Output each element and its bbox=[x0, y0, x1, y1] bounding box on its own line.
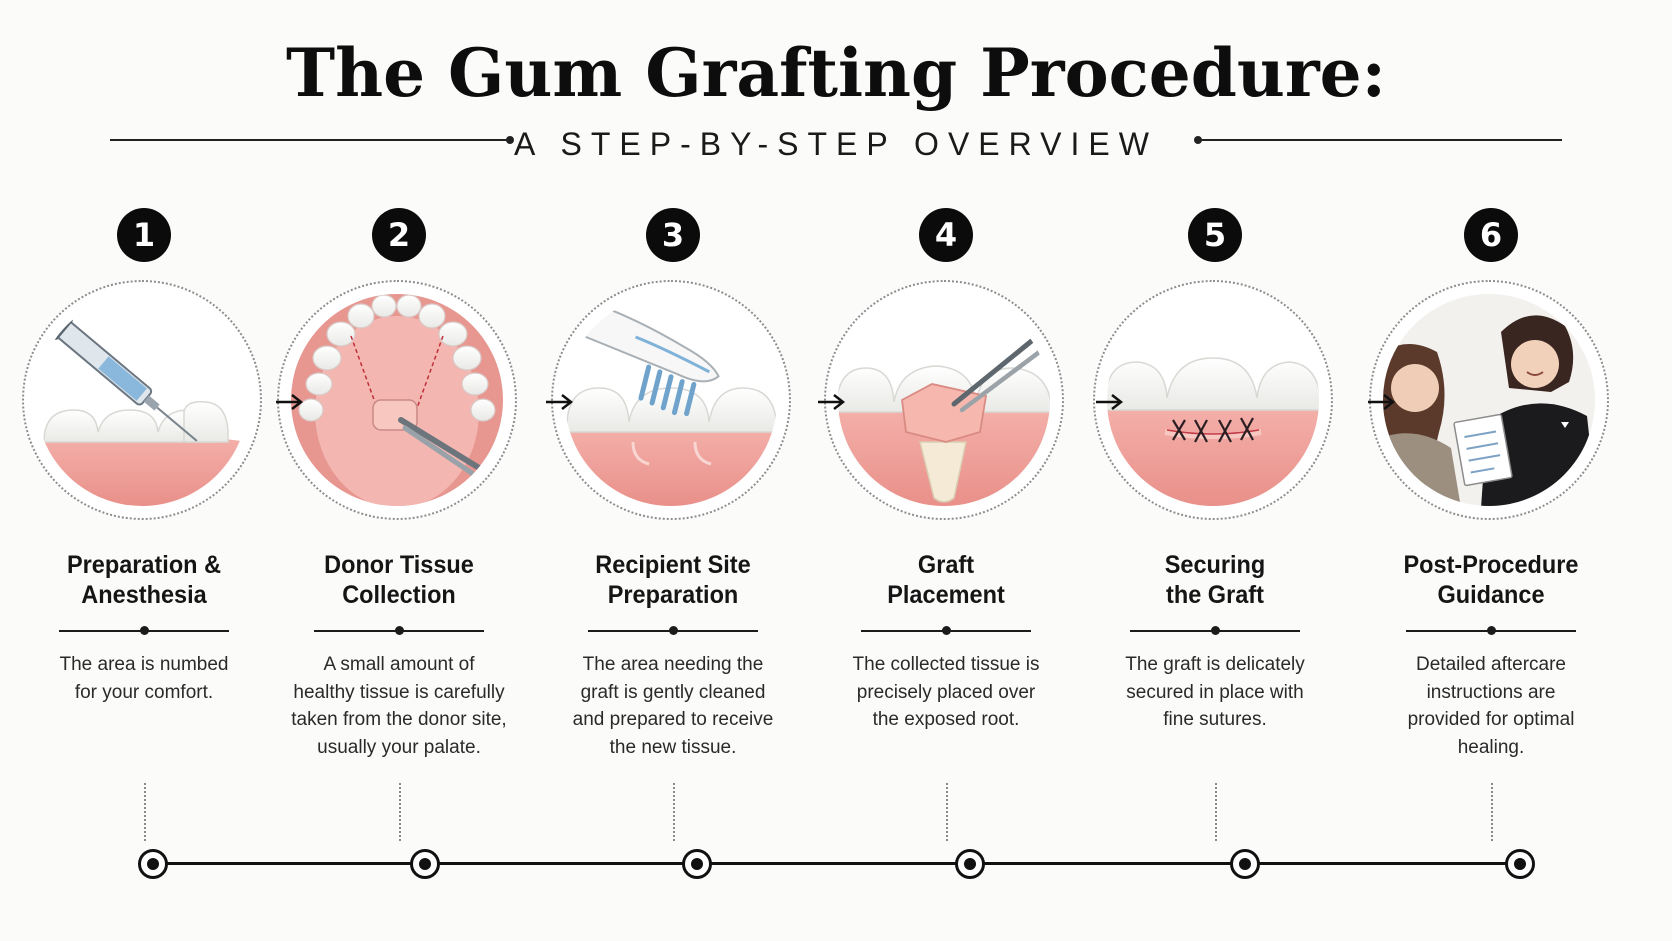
step-title: Recipient Site Preparation bbox=[595, 551, 751, 609]
step-separator-dot bbox=[1211, 626, 1220, 635]
arrow-right-icon bbox=[1096, 394, 1124, 410]
step-3: 3 bbox=[543, 0, 803, 941]
step-separator-dot bbox=[669, 626, 678, 635]
step-number-badge: 6 bbox=[1464, 208, 1518, 262]
step-illustration bbox=[1369, 280, 1609, 520]
step-2: 2 bbox=[269, 0, 529, 941]
subtitle-rule-left bbox=[110, 139, 510, 141]
arrow-right-icon bbox=[818, 394, 846, 410]
toothbrush-cleaning-icon bbox=[565, 294, 777, 506]
timeline-line bbox=[152, 862, 1518, 865]
timeline-connector bbox=[1215, 783, 1217, 841]
timeline-connector bbox=[946, 783, 948, 841]
page-subtitle: A STEP-BY-STEP OVERVIEW bbox=[514, 126, 1158, 162]
step-separator-dot bbox=[942, 626, 951, 635]
step-number-badge: 4 bbox=[919, 208, 973, 262]
step-separator-dot bbox=[395, 626, 404, 635]
arrow-right-icon bbox=[546, 394, 574, 410]
step-illustration bbox=[1093, 280, 1333, 520]
step-title: Post-Procedure Guidance bbox=[1403, 551, 1579, 609]
step-title: Donor Tissue Collection bbox=[324, 551, 474, 609]
step-illustration bbox=[277, 280, 517, 520]
timeline-node-5 bbox=[1230, 849, 1260, 879]
subtitle-row: A STEP-BY-STEP OVERVIEW bbox=[0, 122, 1672, 166]
dentist-consultation-icon bbox=[1383, 294, 1595, 506]
step-number-badge: 3 bbox=[646, 208, 700, 262]
timeline-node-6 bbox=[1505, 849, 1535, 879]
step-illustration bbox=[551, 280, 791, 520]
step-illustration bbox=[22, 280, 262, 520]
sutures-icon bbox=[1107, 294, 1319, 506]
step-5: 5 Securing the Graft The graft is de bbox=[1085, 0, 1345, 941]
step-1: 1 Preparation & Anesthesia The are bbox=[14, 0, 274, 941]
step-description: The collected tissue is precisely placed… bbox=[852, 654, 1040, 730]
timeline-connector bbox=[673, 783, 675, 841]
step-description: The area is numbed for your comfort. bbox=[59, 654, 229, 703]
step-description: A small amount of healthy tissue is care… bbox=[291, 654, 507, 758]
syringe-injection-icon bbox=[36, 294, 248, 506]
subtitle-rule-dot-left bbox=[506, 136, 514, 144]
step-description: The area needing the graft is gently cle… bbox=[572, 654, 774, 758]
timeline-connector bbox=[144, 783, 146, 841]
arrow-right-icon bbox=[1368, 394, 1396, 410]
timeline-node-3 bbox=[682, 849, 712, 879]
timeline-node-1 bbox=[138, 849, 168, 879]
step-title: Graft Placement bbox=[887, 551, 1005, 609]
timeline-connector bbox=[399, 783, 401, 841]
palate-tissue-icon bbox=[291, 294, 503, 506]
timeline-node-4 bbox=[955, 849, 985, 879]
graft-tweezers-icon bbox=[838, 294, 1050, 506]
timeline-node-2 bbox=[410, 849, 440, 879]
step-separator-dot bbox=[140, 626, 149, 635]
timeline-connector bbox=[1491, 783, 1493, 841]
step-description: Detailed aftercare instructions are prov… bbox=[1407, 654, 1575, 758]
step-number-badge: 1 bbox=[117, 208, 171, 262]
step-number-badge: 5 bbox=[1188, 208, 1242, 262]
page-title: The Gum Grafting Procedure: bbox=[285, 34, 1387, 112]
step-illustration bbox=[824, 280, 1064, 520]
step-number-badge: 2 bbox=[372, 208, 426, 262]
subtitle-rule-right bbox=[1198, 139, 1562, 141]
arrow-right-icon bbox=[276, 394, 304, 410]
step-6: 6 Post-Proc bbox=[1361, 0, 1621, 941]
step-4: 4 Graft Placement The collected tissue i… bbox=[816, 0, 1076, 941]
step-description: The graft is delicately secured in place… bbox=[1125, 654, 1305, 730]
step-separator-dot bbox=[1487, 626, 1496, 635]
step-title: Securing the Graft bbox=[1164, 551, 1266, 609]
step-title: Preparation & Anesthesia bbox=[66, 551, 222, 609]
